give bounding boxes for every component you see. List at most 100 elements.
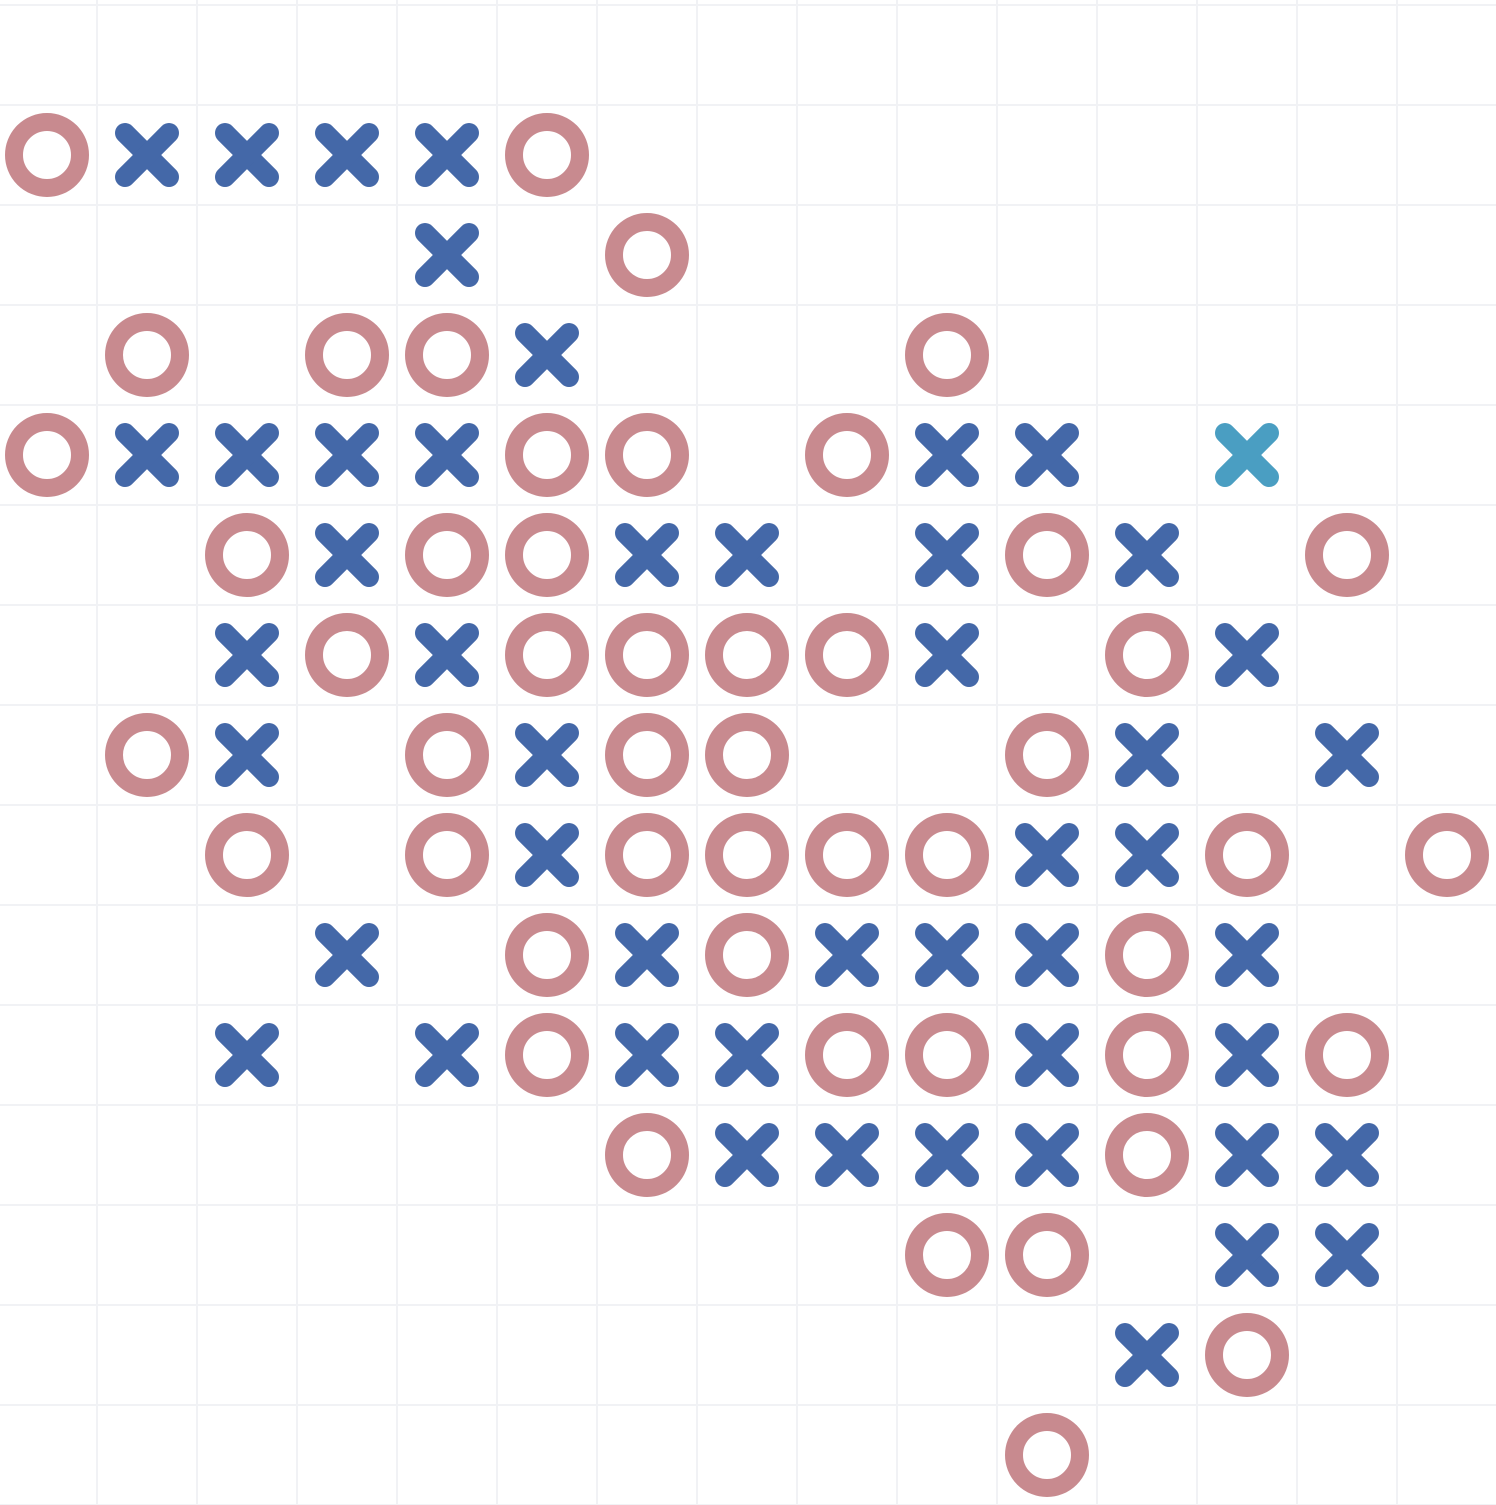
o-piece (605, 1113, 689, 1197)
x-piece (1215, 923, 1279, 987)
x-piece (115, 423, 179, 487)
o-piece (605, 613, 689, 697)
x-piece (815, 923, 879, 987)
o-piece (1005, 1213, 1089, 1297)
o-piece (705, 913, 789, 997)
x-piece (1315, 1123, 1379, 1187)
o-piece (705, 613, 789, 697)
o-piece (1105, 1013, 1189, 1097)
o-piece (1105, 613, 1189, 697)
x-piece (815, 1123, 879, 1187)
x-piece (1015, 1123, 1079, 1187)
x-piece (1015, 923, 1079, 987)
o-piece (905, 313, 989, 397)
o-piece (405, 513, 489, 597)
o-piece (205, 513, 289, 597)
o-piece (105, 713, 189, 797)
o-piece (905, 1213, 989, 1297)
x-piece (115, 123, 179, 187)
o-piece (1005, 713, 1089, 797)
o-piece (1005, 513, 1089, 597)
o-piece (405, 313, 489, 397)
o-piece (1105, 1113, 1189, 1197)
x-piece (215, 623, 279, 687)
x-piece (1015, 1023, 1079, 1087)
x-piece (715, 1023, 779, 1087)
x-piece (215, 1023, 279, 1087)
o-piece (905, 813, 989, 897)
o-piece (305, 613, 389, 697)
x-piece (1215, 1223, 1279, 1287)
o-piece (1305, 513, 1389, 597)
x-piece (915, 923, 979, 987)
x-piece (1115, 823, 1179, 887)
x-piece (1015, 823, 1079, 887)
x-piece (415, 423, 479, 487)
x-piece (315, 923, 379, 987)
x-piece (215, 723, 279, 787)
o-piece (505, 413, 589, 497)
x-piece (1215, 623, 1279, 687)
o-piece (905, 1013, 989, 1097)
o-piece (705, 813, 789, 897)
x-piece (515, 723, 579, 787)
o-piece (1205, 1313, 1289, 1397)
x-piece (315, 523, 379, 587)
x-piece (415, 623, 479, 687)
o-piece (805, 613, 889, 697)
x-piece (915, 423, 979, 487)
x-piece (1015, 423, 1079, 487)
o-piece (305, 313, 389, 397)
o-piece (805, 413, 889, 497)
x-piece (515, 323, 579, 387)
o-piece (505, 1013, 589, 1097)
x-piece (615, 1023, 679, 1087)
o-piece (505, 913, 589, 997)
x-piece (1115, 523, 1179, 587)
o-piece (705, 713, 789, 797)
x-piece (415, 123, 479, 187)
x-piece (915, 523, 979, 587)
x-piece (215, 123, 279, 187)
x-piece (1215, 1123, 1279, 1187)
o-piece (5, 113, 89, 197)
x-piece (1115, 1323, 1179, 1387)
x-piece (1315, 723, 1379, 787)
o-piece (105, 313, 189, 397)
o-piece (1205, 813, 1289, 897)
x-piece (615, 523, 679, 587)
x-piece (615, 923, 679, 987)
o-piece (605, 713, 689, 797)
o-piece (405, 813, 489, 897)
x-piece (1315, 1223, 1379, 1287)
x-piece (415, 1023, 479, 1087)
board-pieces (5, 113, 1489, 1497)
o-piece (505, 113, 589, 197)
x-piece (1215, 1023, 1279, 1087)
x-piece-last-move (1215, 423, 1279, 487)
x-piece (315, 123, 379, 187)
x-piece (1115, 723, 1179, 787)
o-piece (805, 813, 889, 897)
o-piece (1105, 913, 1189, 997)
o-piece (1405, 813, 1489, 897)
o-piece (1305, 1013, 1389, 1097)
x-piece (915, 623, 979, 687)
x-piece (715, 523, 779, 587)
x-piece (315, 423, 379, 487)
o-piece (1005, 1413, 1089, 1497)
o-piece (505, 613, 589, 697)
o-piece (205, 813, 289, 897)
x-piece (715, 1123, 779, 1187)
o-piece (605, 213, 689, 297)
o-piece (605, 413, 689, 497)
x-piece (415, 223, 479, 287)
x-piece (515, 823, 579, 887)
o-piece (405, 713, 489, 797)
o-piece (505, 513, 589, 597)
x-piece (915, 1123, 979, 1187)
x-piece (215, 423, 279, 487)
o-piece (805, 1013, 889, 1097)
